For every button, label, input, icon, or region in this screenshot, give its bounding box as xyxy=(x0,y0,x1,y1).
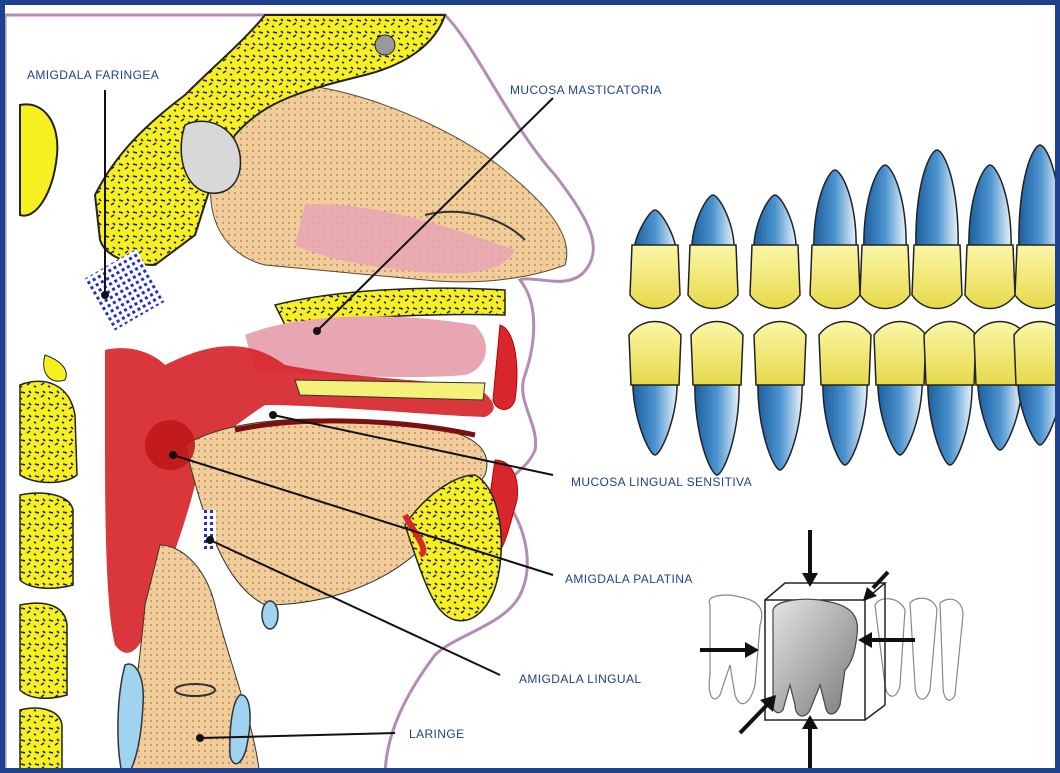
upper-tooth-crown xyxy=(750,245,800,309)
label-mucosa-masticatoria: MUCOSA MASTICATORIA xyxy=(510,83,662,97)
lower-tooth-crown xyxy=(819,322,871,386)
upper-tooth-crown xyxy=(860,245,910,309)
upper-tooth-crown xyxy=(965,245,1015,309)
upper-tooth-crown xyxy=(630,245,680,309)
lower-tooth-root xyxy=(633,375,677,455)
lower-tooth-root xyxy=(878,375,922,455)
label-laringe: LARINGE xyxy=(409,727,464,741)
lower-tooth-crown xyxy=(924,322,976,386)
upper-tooth-root xyxy=(969,165,1011,255)
lingual-tonsil-dots xyxy=(202,510,216,550)
arrow-icon xyxy=(802,573,818,587)
arrow-icon xyxy=(802,715,818,729)
palatine-tonsil xyxy=(145,420,195,470)
lower-tooth-crown xyxy=(691,322,743,386)
lower-tooth-root xyxy=(695,375,739,475)
label-amigdala-lingual: AMIGDALA LINGUAL xyxy=(519,672,641,686)
lower-tooth-crown xyxy=(1014,322,1060,386)
label-mucosa-lingual-sensitiva: MUCOSA LINGUAL SENSITIVA xyxy=(571,475,752,489)
upper-tooth-root xyxy=(814,170,856,255)
upper-tooth-crown xyxy=(688,245,738,309)
label-amigdala-faringea: AMIGDALA FARINGEA xyxy=(27,68,159,82)
lower-tooth-root xyxy=(928,375,972,465)
upper-tooth-crown xyxy=(1015,245,1060,309)
lower-tooth-root xyxy=(978,375,1022,450)
label-amigdala-palatina: AMIGDALA PALATINA xyxy=(565,572,693,586)
anatomy-illustration xyxy=(5,5,1060,773)
upper-tooth-crown xyxy=(912,245,962,309)
upper-tooth-root xyxy=(864,165,906,255)
lower-tooth-root xyxy=(758,375,802,470)
upper-tooth-crown xyxy=(810,245,860,309)
upper-tooth-root xyxy=(916,150,958,255)
tooth-cube-arrows xyxy=(700,530,963,770)
arrow-icon xyxy=(863,587,877,601)
upper-tooth-root xyxy=(1019,145,1060,255)
lower-tooth-root xyxy=(823,375,867,465)
lower-tooth-crown xyxy=(754,322,806,386)
dental-arch xyxy=(629,145,1060,475)
lower-tooth-crown xyxy=(874,322,926,386)
lower-tooth-crown xyxy=(629,322,681,386)
head-sagittal-section xyxy=(5,15,593,773)
